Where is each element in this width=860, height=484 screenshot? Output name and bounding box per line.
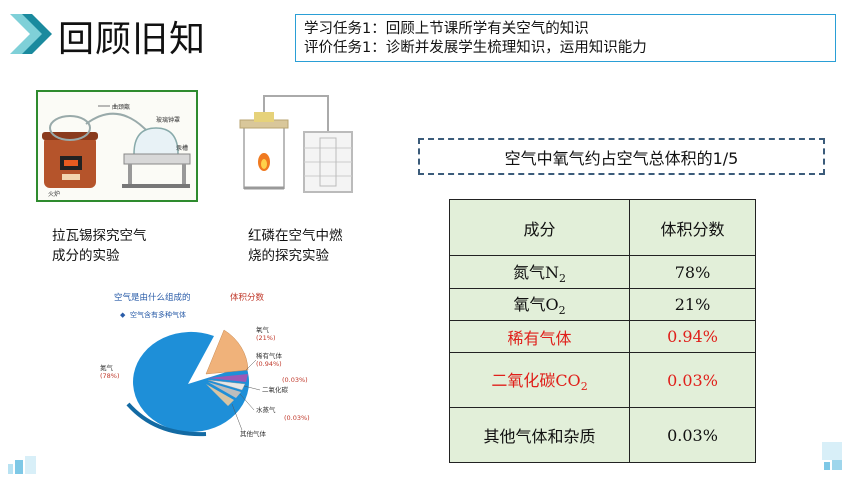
pie-label-co2-pct: (0.03%) [282,376,308,384]
pie-label-rare-pct: (0.94%) [256,360,282,368]
table-cell-name: 氧气O2 [449,288,630,321]
label-trough: 汞槽 [176,144,188,152]
table-header-volume: 体积分数 [629,199,756,256]
task-box: 学习任务1：回顾上节课所学有关空气的知识 评价任务1：诊断并发展学生梳理知识，运… [295,14,836,62]
table-cell-name: 二氧化碳CO2 [449,352,630,408]
air-composition-table: 成分 体积分数 氮气N2 78% 氧气O2 21% 稀有气体 0.94% 二氧化… [449,199,756,463]
table-cell-value: 21% [629,288,756,321]
page-title: 回顾旧知 [58,19,207,60]
learning-task: 学习任务1：回顾上节课所学有关空气的知识 [304,21,589,37]
table-cell-name: 氮气N2 [449,255,630,289]
corner-deco-left [8,456,36,474]
table-row: 氮气N2 78% [449,255,756,289]
oxygen-statement: 空气中氧气约占空气总体积的1/5 [418,138,825,175]
table-cell-value: 0.94% [629,320,756,353]
pie-diamond-icon: ◆ [120,311,126,319]
corner-deco-right [822,442,842,470]
phosphorus-caption-line2: 烧的探究实验 [248,248,329,264]
table-header-component: 成分 [449,199,630,256]
label-bell-jar: 玻璃钟罩 [156,116,180,124]
pie-slice-o2 [205,329,249,375]
pie-label-water: 水蒸气 [256,405,276,414]
pie-title: 空气是由什么组成的 [114,292,191,303]
table-cell-name: 稀有气体 [449,320,630,353]
pie-label-co2: 二氧化碳 [262,385,289,394]
table-cell-value: 0.03% [629,407,756,463]
phosphorus-experiment-image [232,82,364,208]
pie-label-rare: 稀有气体 [256,351,283,360]
table-row: 氧气O2 21% [449,288,756,321]
table-row: 稀有气体 0.94% [449,320,756,353]
table-header-row: 成分 体积分数 [449,199,756,256]
pie-slice-n2 [133,331,250,432]
table-cell-name: 其他气体和杂质 [449,407,630,463]
pie-subtitle: 空气含有多种气体 [130,310,186,319]
pie-label-n2: 氮气 [100,363,114,372]
air-composition-pie-image: 空气是由什么组成的 体积分数 ◆ 空气含有多种气体 氮气 (78%) 氧气 (2… [100,292,310,438]
phosphorus-caption-line1: 红磷在空气中燃 [248,228,343,244]
table-cell-value: 0.03% [629,352,756,408]
pie-label-n2-pct: (78%) [100,372,120,380]
evaluation-task: 评价任务1：诊断并发展学生梳理知识，运用知识能力 [304,40,647,56]
pie-label-o2-pct: (21%) [256,334,276,342]
pie-slice-other [206,384,234,406]
pie-label-other-pct: (0.03%) [284,414,310,422]
pie-slice-water [208,382,241,398]
pie-slice-rare [208,374,248,382]
pie-label-o2: 氧气 [256,325,270,334]
table-row: 二氧化碳CO2 0.03% [449,352,756,408]
lavoisier-caption: 拉瓦锡探究空气 成分的实验 [52,226,147,266]
table-row: 其他气体和杂质 0.03% [449,407,756,463]
pie-header-right: 体积分数 [230,292,265,303]
phosphorus-caption: 红磷在空气中燃 烧的探究实验 [248,226,343,266]
lavoisier-caption-line1: 拉瓦锡探究空气 [52,228,147,244]
label-retort: 曲颈甑 [112,103,130,111]
chevron-icon [10,14,52,54]
pie-label-other: 其他气体 [240,429,267,438]
lavoisier-caption-line2: 成分的实验 [52,248,120,264]
label-furnace: 火炉 [48,190,60,198]
lavoisier-experiment-image: 曲颈甑 玻璃钟罩 汞槽 火炉 [36,90,198,202]
pie-slice-co2 [207,379,246,391]
table-cell-value: 78% [629,255,756,289]
